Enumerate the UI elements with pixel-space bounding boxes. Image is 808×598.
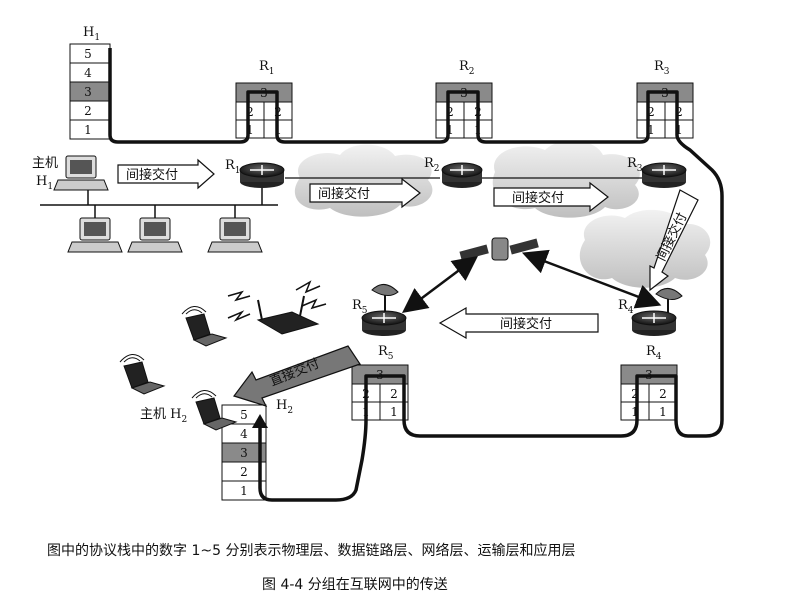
h2-layer-3: 3 xyxy=(240,446,248,460)
indirect-arrow-5: 间接交付 xyxy=(438,306,599,340)
svg-text:2: 2 xyxy=(647,105,655,119)
router-r1-icon xyxy=(239,162,285,188)
svg-text:1: 1 xyxy=(390,405,398,419)
satellite-icon xyxy=(459,237,539,261)
r4-protocol-stack: 3 2 2 1 1 xyxy=(620,364,678,421)
direct-delivery-arrow: 直接交付 xyxy=(233,345,361,407)
h1-layer-2: 2 xyxy=(84,104,92,118)
r5-stack-label: R5 xyxy=(378,344,394,362)
svg-text:1: 1 xyxy=(659,405,667,419)
lightning-icon-2 xyxy=(227,310,251,322)
network-cloud-3 xyxy=(579,209,711,288)
svg-text:间接交付: 间接交付 xyxy=(512,190,564,206)
svg-text:1: 1 xyxy=(246,123,254,137)
svg-text:2: 2 xyxy=(390,387,398,401)
router-r3-label: R3 xyxy=(627,156,643,174)
router-r4-label: R4 xyxy=(618,298,634,316)
svg-text:间接交付: 间接交付 xyxy=(500,316,552,332)
h2-layer-5: 5 xyxy=(240,408,248,422)
wireless-laptop-icon-1 xyxy=(181,306,228,347)
lightning-icon-1 xyxy=(227,290,251,302)
svg-text:1: 1 xyxy=(446,123,454,137)
h1-layer-4: 4 xyxy=(84,66,92,80)
r5-protocol-stack: 3 2 2 1 1 xyxy=(351,364,409,421)
r2-stack-label: R2 xyxy=(459,59,475,77)
h2-stack-label: H2 xyxy=(276,398,293,416)
packet-path-arrowhead xyxy=(252,414,268,428)
svg-text:间接交付: 间接交付 xyxy=(318,186,370,202)
svg-text:间接交付: 间接交付 xyxy=(126,167,178,183)
router-r5-icon xyxy=(361,284,407,336)
r3-protocol-stack: 3 2 2 1 1 xyxy=(636,82,694,139)
svg-text:1: 1 xyxy=(631,405,639,419)
lan-computer-icon-3 xyxy=(207,217,263,253)
indirect-arrow-2: 间接交付 xyxy=(309,177,421,209)
router-r1-label: R1 xyxy=(225,158,241,176)
h2-layer-2: 2 xyxy=(240,465,248,479)
svg-text:1: 1 xyxy=(675,123,683,137)
indirect-arrow-1: 间接交付 xyxy=(117,158,215,190)
host-h2-label: 主机 H2 xyxy=(140,407,187,425)
h2-layer-1: 1 xyxy=(240,484,248,498)
satellite-link-r4 xyxy=(521,249,662,309)
h1-protocol-stack: 5 4 3 2 1 xyxy=(69,43,111,140)
host-h1-computer-icon xyxy=(53,155,109,191)
packet-path xyxy=(108,48,724,502)
router-r4-icon xyxy=(631,288,683,336)
svg-text:2: 2 xyxy=(446,105,454,119)
network-cloud-1 xyxy=(294,144,433,217)
r4-stack-label: R4 xyxy=(646,344,662,362)
h2-protocol-stack: 5 4 3 2 1 xyxy=(221,404,267,501)
h2-layer-4: 4 xyxy=(240,427,248,441)
h1-stack-label: H1 xyxy=(83,25,100,43)
lan-computer-icon-2 xyxy=(127,217,183,253)
caption-layer-legend: 图中的协议栈中的数字 1~5 分别表示物理层、数据链路层、网络层、运输层和应用层 xyxy=(47,543,576,559)
lightning-icon-3 xyxy=(295,280,321,294)
svg-text:2: 2 xyxy=(246,105,254,119)
h1-layer-5: 5 xyxy=(84,47,92,61)
router-r5-label: R5 xyxy=(352,298,368,316)
r3-stack-label: R3 xyxy=(654,59,670,77)
r1-stack-label: R1 xyxy=(259,59,275,77)
router-r2-icon xyxy=(441,162,483,188)
lan-computer-icon-1 xyxy=(67,217,123,253)
host-h1-label-h: H1 xyxy=(36,174,53,192)
router-r3-icon xyxy=(641,162,687,188)
internet-delivery-diagram: 5 4 3 2 1 H1 3 2 2 1 1 R1 3 2 2 1 1 R2 xyxy=(32,25,724,502)
host-h1-label: 主机 xyxy=(32,156,58,171)
svg-text:1: 1 xyxy=(647,123,655,137)
router-r2-label: R2 xyxy=(424,156,440,174)
indirect-arrow-3: 间接交付 xyxy=(493,181,609,213)
wireless-laptop-icon-2 xyxy=(119,354,166,395)
svg-text:2: 2 xyxy=(631,387,639,401)
h1-layer-3: 3 xyxy=(84,85,92,99)
svg-text:2: 2 xyxy=(659,387,667,401)
satellite-link-r5 xyxy=(402,256,478,313)
figure-caption: 图 4-4 分组在互联网中的传送 xyxy=(262,577,448,593)
host-h2-laptop-icon xyxy=(191,390,238,431)
svg-text:2: 2 xyxy=(675,105,683,119)
wireless-access-point-icon xyxy=(256,295,320,335)
lightning-icon-4 xyxy=(301,298,327,310)
h1-layer-1: 1 xyxy=(84,123,92,137)
